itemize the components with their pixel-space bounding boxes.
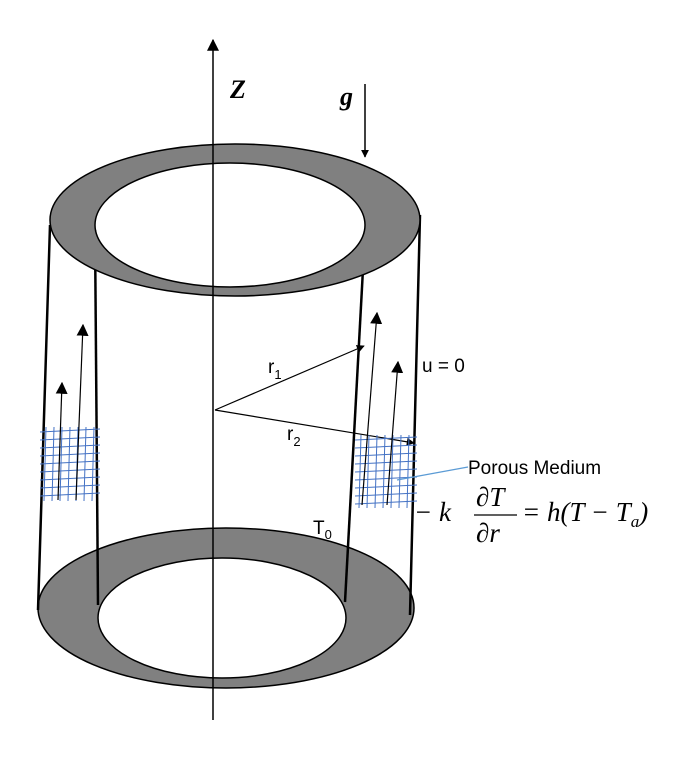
inner-wall-right bbox=[343, 231, 367, 603]
z-axis-label: Z bbox=[229, 75, 246, 104]
inner-radius-arrow bbox=[214, 345, 365, 411]
porous-medium-label: Porous Medium bbox=[468, 458, 601, 479]
flow-arrow-left-tall bbox=[75, 323, 89, 501]
inner-wall-left bbox=[93, 229, 100, 606]
flow-arrow-left-short bbox=[55, 381, 68, 501]
equation-denominator: ∂r bbox=[476, 518, 500, 548]
outer-radius-label: r2 bbox=[287, 424, 301, 449]
inner-radius-label: r1 bbox=[268, 357, 282, 382]
bottom-annulus bbox=[37, 527, 415, 689]
outer-wall-left bbox=[36, 224, 52, 611]
porous-medium-leader bbox=[396, 466, 469, 481]
outer-radius-arrow bbox=[214, 409, 415, 446]
velocity-condition-label: u = 0 bbox=[422, 356, 465, 377]
flow-arrow-right-tall bbox=[361, 311, 383, 506]
flow-arrow-right-short bbox=[386, 360, 404, 506]
left-porous-mesh bbox=[40, 427, 100, 501]
equation-numerator: ∂T bbox=[476, 482, 506, 512]
convective-boundary-equation: − k ∂T ∂r = h(T − Ta) bbox=[414, 482, 648, 548]
outer-wall-right bbox=[408, 214, 422, 616]
equation-rhs: = h(T − Ta) bbox=[522, 497, 648, 531]
gravity-label: g bbox=[339, 82, 353, 111]
right-porous-mesh bbox=[355, 435, 417, 508]
inner-temperature-label: T0 bbox=[313, 518, 332, 542]
top-annulus bbox=[49, 143, 421, 297]
equation-lhs: − k bbox=[414, 497, 452, 527]
